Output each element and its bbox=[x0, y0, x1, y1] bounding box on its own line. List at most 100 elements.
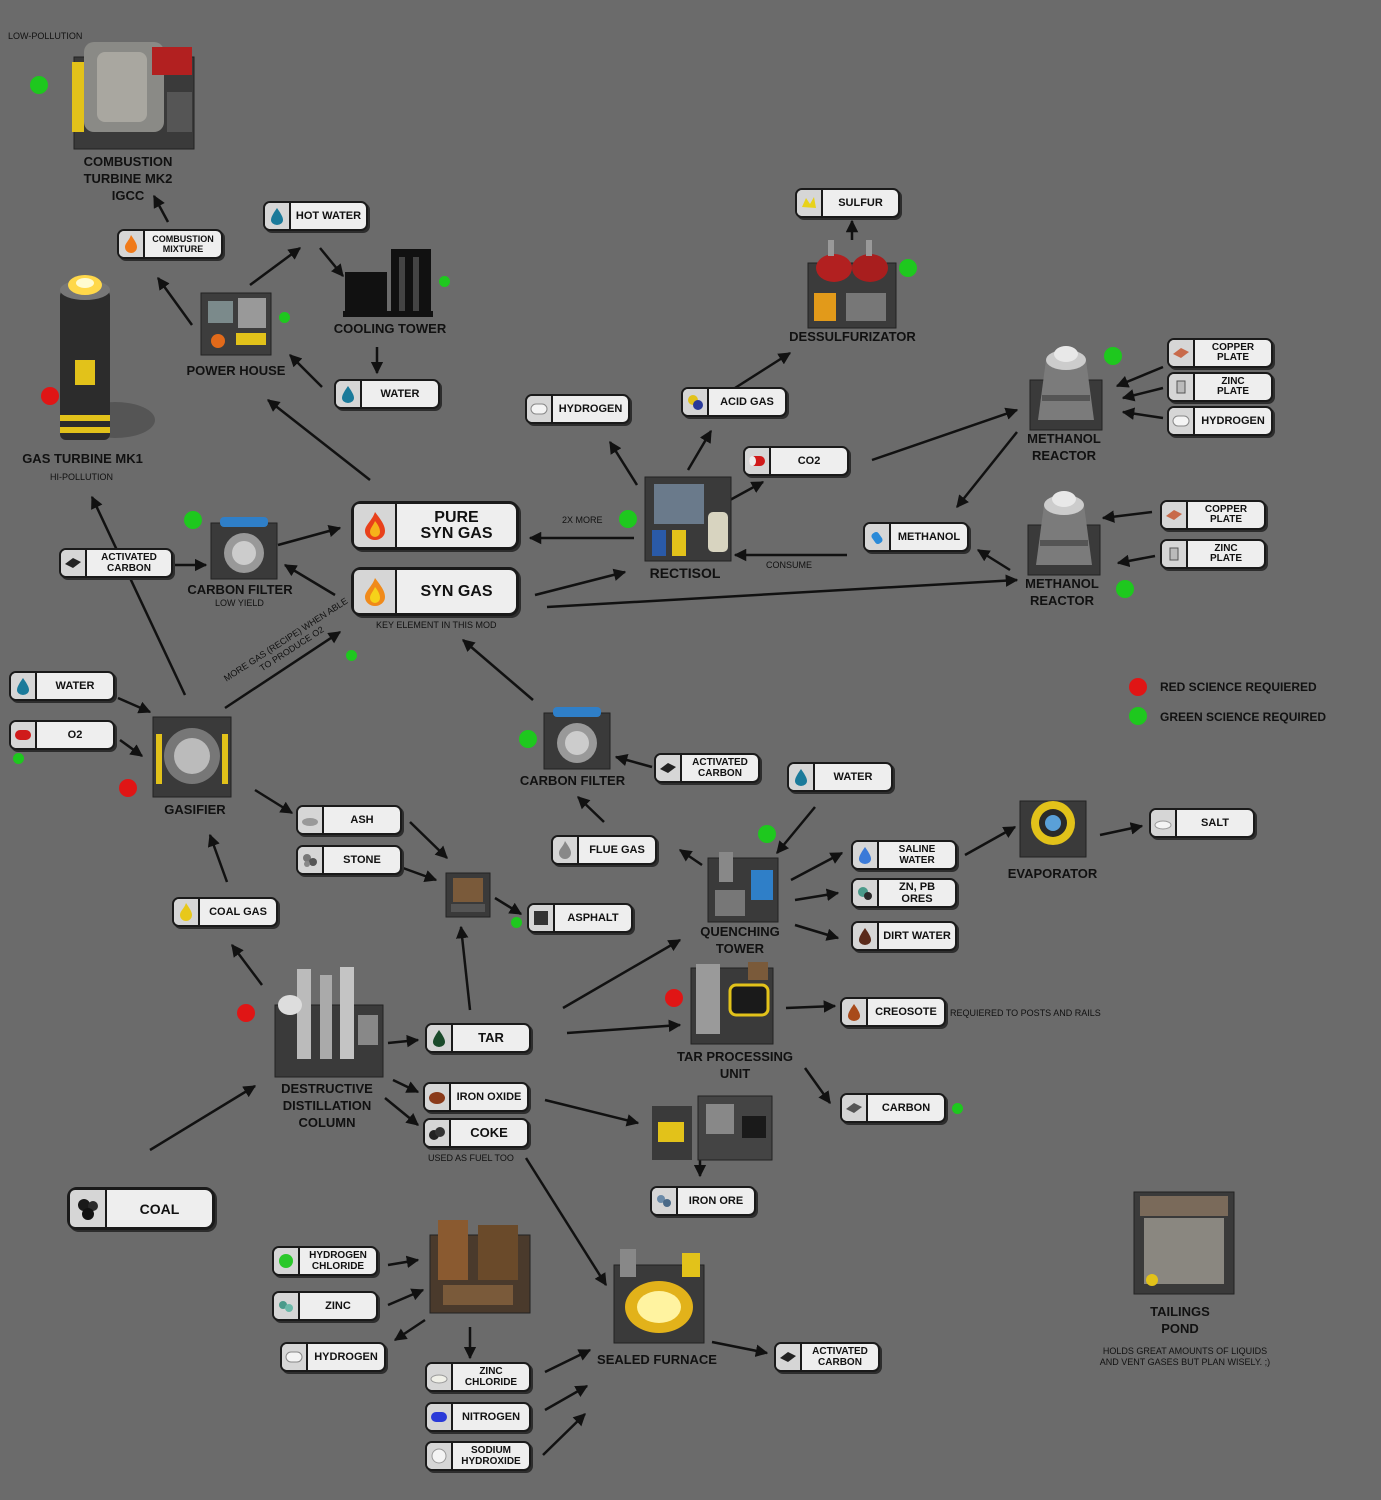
green-science-dot bbox=[899, 259, 917, 277]
chip-zinc[interactable]: ZINC bbox=[272, 1291, 378, 1321]
chip-hydrogen-chloride[interactable]: HYDROGEN CHLORIDE bbox=[272, 1246, 378, 1276]
chip-salt[interactable]: SALT bbox=[1149, 808, 1255, 838]
carbon-icon bbox=[842, 1095, 868, 1121]
chip-combustion-mixture[interactable]: COMBUSTION MIXTURE bbox=[117, 229, 223, 259]
sulfur-icon bbox=[797, 190, 823, 216]
power-house-label: POWER HOUSE bbox=[186, 363, 286, 378]
combustion-turbine-label: COMBUSTION TURBINE MK2 IGCC bbox=[83, 154, 173, 203]
red-science-dot bbox=[119, 779, 137, 797]
chip-iron-oxide[interactable]: IRON OXIDE bbox=[423, 1082, 529, 1112]
creosote-note: REQUIERED TO POSTS AND RAILS bbox=[950, 1008, 1101, 1018]
tar-processing-icon bbox=[690, 962, 774, 1045]
chip-flue-gas[interactable]: FLUE GAS bbox=[551, 835, 657, 865]
chip-coal-gas[interactable]: COAL GAS bbox=[172, 897, 278, 927]
chip-hydrogen-out[interactable]: HYDROGEN bbox=[280, 1342, 386, 1372]
green-science-dot bbox=[952, 1103, 963, 1114]
hi-pollution-note: HI-POLLUTION bbox=[50, 472, 114, 482]
zinc-icon bbox=[274, 1293, 300, 1319]
green-science-dot bbox=[1104, 347, 1122, 365]
methanol-reactor-1-label: METHANOL REACTOR bbox=[1027, 431, 1101, 463]
chip-acid-gas[interactable]: ACID GAS bbox=[681, 387, 787, 417]
zinc-chloride-reactor-icon bbox=[429, 1220, 531, 1314]
coal-gas-icon bbox=[174, 899, 200, 925]
chip-water-quench[interactable]: WATER bbox=[787, 762, 893, 792]
consume-note: CONSUME bbox=[766, 560, 813, 570]
red-science-dot bbox=[665, 989, 683, 1007]
chip-activated-carbon-1[interactable]: ACTIVATED CARBON bbox=[59, 548, 173, 578]
combustion-turbine-icon bbox=[72, 42, 195, 150]
chip-sulfur[interactable]: SULFUR bbox=[795, 188, 900, 218]
chip-saline-water[interactable]: SALINE WATER bbox=[851, 840, 957, 870]
chip-coke[interactable]: COKE bbox=[423, 1118, 529, 1148]
evaporator-icon bbox=[1019, 800, 1087, 858]
two-x-more-note: 2X MORE bbox=[562, 515, 603, 525]
chip-co2[interactable]: CO2 bbox=[743, 446, 849, 476]
chip-dirt-water[interactable]: DIRT WATER bbox=[851, 921, 957, 951]
tailings-pond-label: TAILINGS POND bbox=[1150, 1304, 1210, 1336]
chip-tar[interactable]: TAR bbox=[425, 1023, 531, 1053]
chip-hot-water[interactable]: HOT WATER bbox=[263, 201, 368, 231]
sodium-hydroxide-icon bbox=[427, 1443, 453, 1469]
chip-zinc-plate-1[interactable]: ZINC PLATE bbox=[1167, 372, 1273, 402]
legend-green-label: GREEN SCIENCE REQUIRED bbox=[1160, 710, 1327, 724]
chip-ash[interactable]: ASH bbox=[296, 805, 402, 835]
flame-icon bbox=[354, 570, 397, 613]
chip-asphalt[interactable]: ASPHALT bbox=[527, 903, 633, 933]
asphalt-icon bbox=[529, 905, 555, 931]
chip-copper-plate-2[interactable]: COPPER PLATE bbox=[1160, 500, 1266, 530]
copper-plate-icon bbox=[1169, 340, 1195, 366]
iron-ore-icon bbox=[652, 1188, 678, 1214]
chip-copper-plate-1[interactable]: COPPER PLATE bbox=[1167, 338, 1273, 368]
chip-zinc-chloride[interactable]: ZINC CHLORIDE bbox=[425, 1362, 531, 1392]
water-drop-icon bbox=[789, 764, 815, 790]
flue-gas-icon bbox=[553, 837, 579, 863]
legend-red-dot bbox=[1129, 678, 1147, 696]
zinc-plate-icon bbox=[1162, 541, 1188, 567]
chip-o2[interactable]: O2 bbox=[9, 720, 115, 750]
cooling-tower-label: COOLING TOWER bbox=[333, 321, 447, 336]
chip-activated-carbon-3[interactable]: ACTIVATED CARBON bbox=[774, 1342, 880, 1372]
chip-creosote[interactable]: CREOSOTE bbox=[840, 997, 946, 1027]
zinc-plate-icon bbox=[1169, 374, 1195, 400]
co2-icon bbox=[745, 448, 771, 474]
chip-nitrogen[interactable]: NITROGEN bbox=[425, 1402, 531, 1432]
rectisol-icon bbox=[644, 476, 732, 562]
chip-syn-gas[interactable]: SYN GAS bbox=[351, 567, 519, 616]
dirt-water-icon bbox=[853, 923, 879, 949]
chip-coal[interactable]: COAL bbox=[67, 1187, 215, 1230]
legend-red-label: RED SCIENCE REQUIERED bbox=[1160, 680, 1317, 694]
tailings-pond-icon bbox=[1133, 1191, 1235, 1295]
hydrogen-icon bbox=[1169, 408, 1195, 434]
chip-methanol[interactable]: METHANOL bbox=[863, 522, 969, 552]
green-science-dot bbox=[346, 650, 357, 661]
hydrogen-icon bbox=[282, 1344, 308, 1370]
gas-turbine-icon bbox=[60, 275, 155, 440]
chip-water-power[interactable]: WATER bbox=[334, 379, 440, 409]
activated-carbon-icon bbox=[656, 755, 682, 781]
gasifier-label: GASIFIER bbox=[164, 802, 226, 817]
chip-zn-pb-ores[interactable]: ZN, PB ORES bbox=[851, 878, 957, 908]
chip-stone[interactable]: STONE bbox=[296, 845, 402, 875]
green-science-dot bbox=[619, 510, 637, 528]
chip-pure-syn-gas[interactable]: PURE SYN GAS bbox=[351, 501, 519, 550]
chip-sodium-hydroxide[interactable]: SODIUM HYDROXIDE bbox=[425, 1441, 531, 1471]
water-drop-icon bbox=[336, 381, 362, 407]
green-science-dot bbox=[1116, 580, 1134, 598]
activated-carbon-icon bbox=[776, 1344, 802, 1370]
green-science-dot bbox=[439, 276, 450, 287]
chip-water-gasifier[interactable]: WATER bbox=[9, 671, 115, 701]
chip-iron-ore[interactable]: IRON ORE bbox=[650, 1186, 756, 1216]
ore-icon bbox=[853, 880, 879, 906]
evaporator-label: EVAPORATOR bbox=[1007, 866, 1098, 881]
chip-carbon[interactable]: CARBON bbox=[840, 1093, 946, 1123]
chip-activated-carbon-2[interactable]: ACTIVATED CARBON bbox=[654, 753, 760, 783]
legend-green-dot bbox=[1129, 707, 1147, 725]
chip-zinc-plate-2[interactable]: ZINC PLATE bbox=[1160, 539, 1266, 569]
low-yield-note: LOW YIELD bbox=[215, 598, 264, 608]
chip-hydrogen-mr[interactable]: HYDROGEN bbox=[1167, 406, 1273, 436]
gas-turbine-label: GAS TURBINE MK1 bbox=[22, 451, 143, 466]
carbon-filter-1-label: CARBON FILTER bbox=[187, 582, 293, 597]
saline-water-icon bbox=[853, 842, 879, 868]
chip-hydrogen-rect[interactable]: HYDROGEN bbox=[525, 394, 630, 424]
